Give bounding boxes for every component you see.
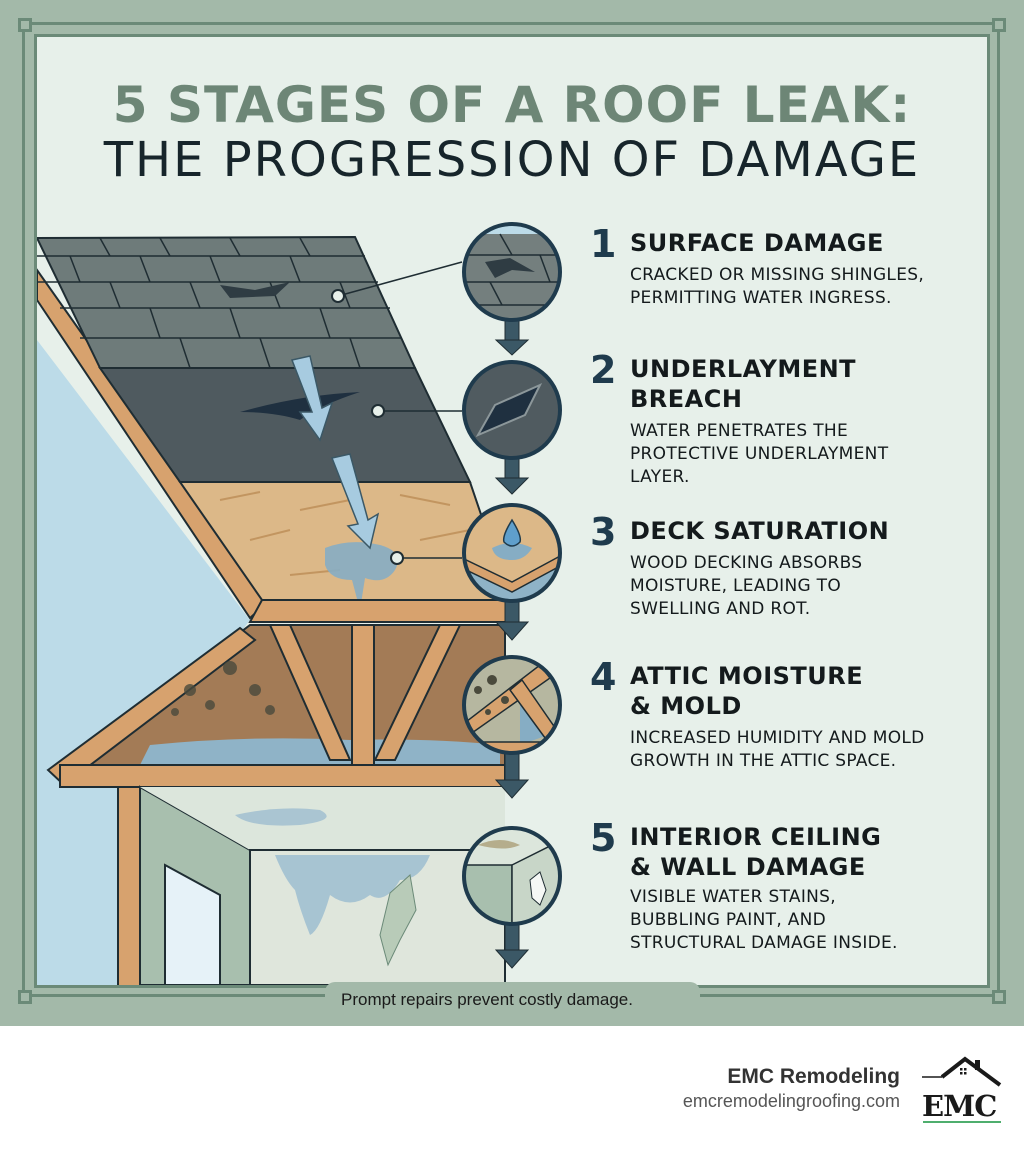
stage-title: INTERIOR CEILING & WALL DAMAGE: [630, 823, 882, 881]
footer-note: Prompt repairs prevent costly damage.: [341, 990, 633, 1009]
stage-number: 1: [590, 222, 617, 266]
stage-number: 2: [590, 348, 617, 392]
footer-note-tab: [325, 982, 700, 1022]
title-line-2: THE PROGRESSION OF DAMAGE: [103, 132, 921, 188]
stage-description: INCREASED HUMIDITY AND MOLD GROWTH IN TH…: [630, 728, 925, 771]
logo-underline: [923, 1121, 1001, 1123]
stage-description: WOOD DECKING ABSORBS MOISTURE, LEADING T…: [630, 553, 863, 619]
frame-corner-ornament: [18, 990, 32, 1004]
stage-description: VISIBLE WATER STAINS, BUBBLING PAINT, AN…: [630, 887, 898, 953]
cracked-shingle-icon: [462, 222, 562, 322]
frame-corner-ornament: [992, 990, 1006, 1004]
stage-title: UNDERLAYMENT BREACH: [630, 355, 857, 413]
stage-description: CRACKED OR MISSING SHINGLES, PERMITTING …: [630, 265, 925, 308]
brand-url: emcremodelingroofing.com: [682, 1091, 900, 1111]
house-roof-logo-icon: [922, 1056, 1002, 1087]
title-line-1: 5 STAGES OF A ROOF LEAK:: [112, 76, 912, 134]
stage-title: ATTIC MOISTURE & MOLD: [630, 662, 864, 720]
infographic-poster: 5 STAGES OF A ROOF LEAK: THE PROGRESSION…: [0, 0, 1024, 1026]
stage-number: 3: [590, 510, 617, 554]
stage-title: SURFACE DAMAGE: [630, 229, 884, 257]
roof-cross-section-illustration: [37, 222, 562, 985]
water-drop-deck-icon: [462, 503, 562, 603]
moldy-truss-icon: [462, 655, 562, 755]
torn-underlayment-icon: [462, 360, 562, 460]
brand-name: EMC Remodeling: [727, 1065, 900, 1088]
frame-corner-ornament: [18, 18, 32, 32]
stained-wall-icon: [462, 826, 562, 926]
stage-number: 4: [590, 655, 617, 699]
stage-number: 5: [590, 816, 617, 860]
frame-corner-ornament: [992, 18, 1006, 32]
logo-wordmark: EMC: [922, 1089, 997, 1123]
stage-description: WATER PENETRATES THE PROTECTIVE UNDERLAY…: [630, 421, 889, 487]
stage-title: DECK SATURATION: [630, 517, 890, 545]
